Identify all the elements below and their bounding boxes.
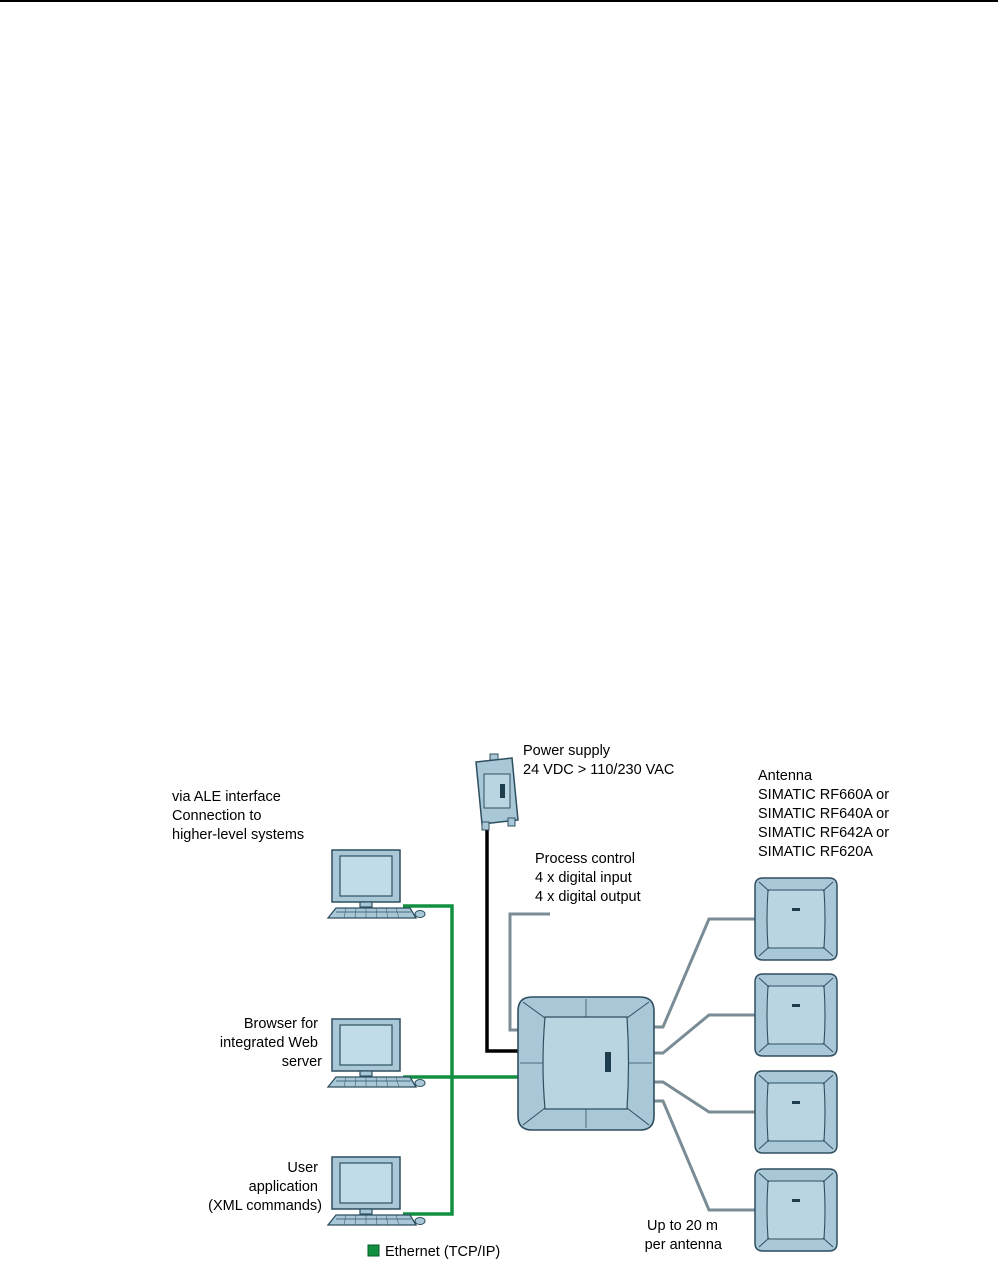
ethernet-cables xyxy=(403,904,520,1216)
antenna-cable-1 xyxy=(652,917,755,1029)
antenna-icon xyxy=(754,877,838,961)
cable-length-label: Up to 20 m per antenna xyxy=(645,1218,723,1253)
page-top-rule xyxy=(0,0,998,2)
ethernet-trunk xyxy=(403,904,454,1216)
computer-icon xyxy=(327,1156,426,1226)
ethernet-legend-label: Ethernet (TCP/IP) xyxy=(385,1244,500,1260)
cables xyxy=(403,830,755,1216)
power-supply-icon xyxy=(475,753,519,831)
computer-icon xyxy=(327,849,426,919)
power-cable xyxy=(485,830,520,1053)
power-supply-label: Power supply 24 VDC > 110/230 VAC xyxy=(523,743,674,778)
computer-icon xyxy=(327,1018,426,1088)
antenna-cable-3 xyxy=(652,1080,755,1114)
process-control-label: Process control 4 x digital input 4 x di… xyxy=(535,851,641,905)
ale-interface-label: via ALE interface Connection to higher-l… xyxy=(172,789,304,843)
browser-label: Browser for integrated Web server xyxy=(220,1016,322,1070)
antenna-cable-4 xyxy=(652,1099,755,1212)
process-control-cable xyxy=(508,912,550,1032)
rfid-reader-icon xyxy=(517,996,655,1131)
antenna-icon xyxy=(754,1168,838,1252)
antenna-icon xyxy=(754,973,838,1057)
antenna-cable-2 xyxy=(652,1013,755,1055)
antenna-label: Antenna SIMATIC RF660A or SIMATIC RF640A… xyxy=(758,768,893,860)
user-application-label: User application (XML commands) xyxy=(208,1160,322,1214)
antenna-icon xyxy=(754,1070,838,1154)
ethernet-legend-swatch xyxy=(367,1244,380,1257)
